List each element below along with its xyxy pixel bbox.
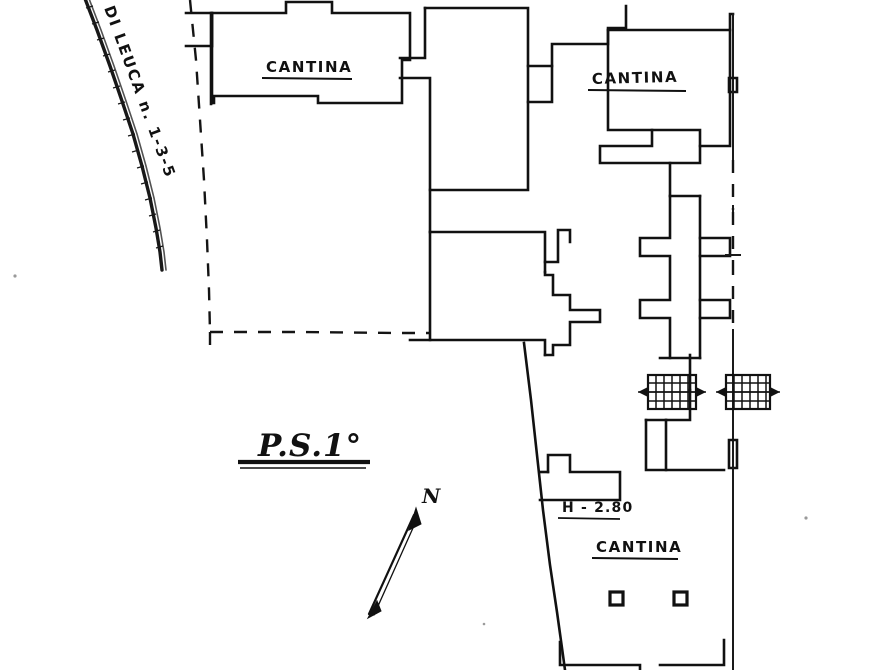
room-cantina-upper-left xyxy=(184,0,412,105)
paper-speck xyxy=(13,274,17,278)
interior-diagonal-wall xyxy=(522,341,567,670)
room-label-cantina-3: CANTINA xyxy=(596,538,682,556)
lower-small-rooms xyxy=(658,353,702,392)
street-edge-line xyxy=(83,0,167,272)
underline-cantina-1 xyxy=(261,77,353,80)
underline-cantina-3 xyxy=(591,557,679,560)
room-central-upper xyxy=(398,4,628,234)
room-cantina-lower-right xyxy=(538,388,726,670)
stair-grate-right xyxy=(716,373,780,411)
right-corridor-structure xyxy=(638,194,732,360)
room-central-middle xyxy=(408,228,602,357)
building-right-outer-edge xyxy=(725,13,741,670)
paper-speck xyxy=(482,622,486,626)
plan-identifier: P.S.1° xyxy=(257,428,362,464)
north-arrow xyxy=(366,506,422,620)
stair-grate-left xyxy=(638,373,706,411)
pillar-right xyxy=(672,590,689,607)
room-label-cantina-1: CANTINA xyxy=(266,58,352,76)
room-label-cantina-2: CANTINA xyxy=(592,68,679,88)
underline-cantina-2 xyxy=(587,89,687,92)
room-cantina-upper-right xyxy=(598,12,735,198)
property-boundary-dashed xyxy=(188,0,430,352)
height-annotation: H - 2.80 xyxy=(562,500,633,516)
underline-height-note xyxy=(557,517,621,520)
north-label: N xyxy=(421,484,441,508)
paper-speck xyxy=(804,516,808,520)
pillar-left xyxy=(608,590,625,607)
